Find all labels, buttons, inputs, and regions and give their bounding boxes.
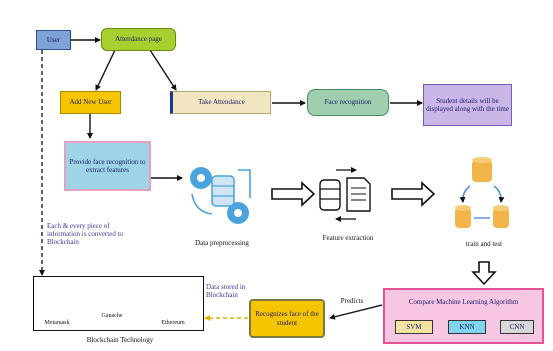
data-preprocessing-label: Data preprocessing	[195, 239, 249, 247]
arrow-predicts	[329, 304, 383, 320]
provide-face-box: Provide face recognition to extract feat…	[64, 141, 151, 191]
user-box: User	[36, 30, 71, 50]
train-test-label: train and test	[465, 240, 503, 248]
compare-ml-title: Compare Machine Learning Algorithm	[408, 297, 519, 306]
cnn-box: CNN	[500, 320, 534, 334]
arrow-attendance-adduser	[95, 49, 116, 91]
blockchain-technology-label: Blockchain Technology	[86, 336, 154, 344]
feature-extraction-label: Feature extraction	[322, 234, 374, 242]
compare-ml-panel: Compare Machine Learning Algorithm SVM K…	[383, 288, 544, 344]
ganache-label: Ganache	[101, 313, 123, 319]
knn-box: KNN	[448, 320, 486, 334]
block-arrow-down	[471, 261, 497, 286]
data-stored-note: Data stored in Blockchain	[206, 283, 246, 300]
feature-extraction-icon	[319, 167, 371, 222]
take-attendance-box: Take Attendance	[170, 91, 271, 114]
attendance-page-box: Attendance page	[101, 28, 176, 51]
svm-box: SVM	[395, 320, 433, 334]
train-test-icon	[455, 157, 509, 228]
hash-note: Each & every piece of information is con…	[47, 222, 124, 247]
metamask-label: Metamask	[44, 320, 70, 326]
gears-icon	[190, 167, 251, 224]
ethereum-label: Ethereum	[161, 320, 185, 326]
block-arrow-1	[271, 181, 316, 207]
face-recognition-box: Face recognition	[307, 89, 389, 116]
predicts-label: Predicts	[340, 297, 364, 305]
recognizes-face-box: Recognizes face of the student	[249, 299, 325, 338]
arrow-attendance-take	[149, 49, 177, 91]
block-arrow-2	[391, 181, 436, 207]
add-new-user-box: Add New User	[60, 91, 121, 114]
blockchain-box	[33, 276, 204, 331]
student-details-box: Student details will be displayed along …	[423, 84, 512, 126]
